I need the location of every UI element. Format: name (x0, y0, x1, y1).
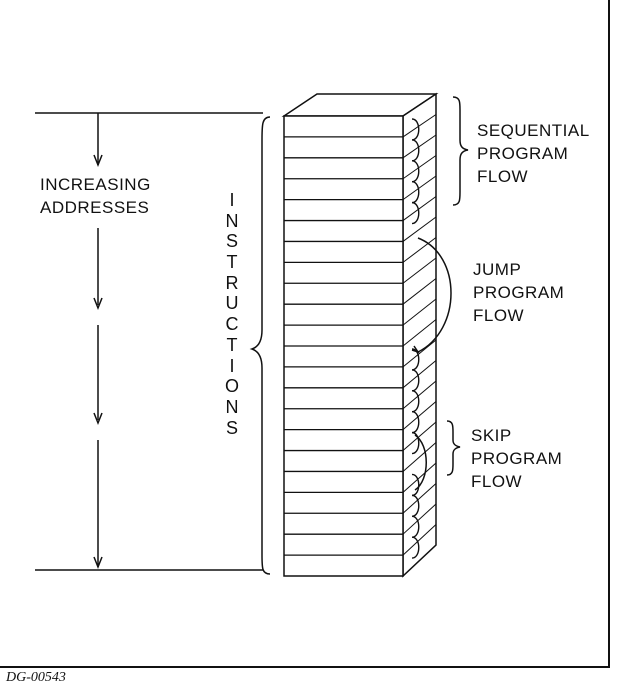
instructions-letter: R (225, 272, 239, 293)
sequential-line-1: SEQUENTIAL (477, 121, 590, 140)
sequential-line-3: FLOW (477, 167, 529, 186)
increasing-addresses-line-1: INCREASING (40, 175, 151, 194)
instructions-letter: C (225, 314, 239, 335)
memory-slot-side-line (402, 503, 437, 535)
figure-id: DG-00543 (6, 670, 66, 685)
instructions-letter: N (225, 210, 239, 231)
memory-slot-side-line (402, 298, 437, 326)
memory-slots (284, 114, 437, 556)
jump-line-2: PROGRAM (473, 283, 565, 302)
flow-loop (411, 118, 420, 141)
instructions-letter: N (225, 396, 239, 417)
instructions-letter: S (225, 417, 238, 438)
flow-loop (411, 139, 420, 162)
memory-slot-side-line (402, 380, 437, 410)
instructions-letter: I (229, 355, 235, 376)
memory-slot-side-line (402, 339, 437, 368)
memory-slot-side-line (402, 134, 437, 159)
flow-loop (411, 473, 420, 497)
increasing-addresses-line-2: ADDRESSES (40, 198, 150, 217)
flow-loops (411, 118, 420, 559)
flow-loop (411, 181, 420, 204)
flow-loop (411, 494, 420, 517)
memory-slot-side-line (402, 442, 437, 472)
memory-slot-side-line (402, 421, 437, 451)
memory-slot-side-line (402, 462, 437, 493)
skip-flow-label: SKIP PROGRAM FLOW (471, 424, 562, 493)
jump-arc-tip (411, 345, 420, 354)
flow-loop (411, 390, 420, 413)
flow-loop (411, 431, 420, 455)
sequential-line-2: PROGRAM (477, 144, 569, 163)
skip-line-2: PROGRAM (471, 449, 563, 468)
instructions-brace (249, 116, 271, 575)
memory-slot-side-line (402, 319, 437, 347)
memory-slot-side-line (402, 401, 437, 431)
flow-loop (411, 411, 420, 434)
memory-slot-side-line (402, 524, 437, 556)
memory-slot-side-line (402, 175, 437, 201)
memory-slot-side-line (402, 278, 437, 305)
skip-line-3: FLOW (471, 472, 523, 491)
memory-slot-side-line (402, 257, 437, 284)
instructions-letter: I (229, 190, 235, 210)
sequential-brace (452, 96, 469, 206)
skip-line-1: SKIP (471, 426, 512, 445)
flow-loop (411, 536, 420, 559)
instructions-letter: U (225, 293, 239, 314)
memory-slot-side-line (402, 196, 437, 221)
memory-slot-side-line (402, 216, 437, 242)
instructions-letter: T (226, 334, 238, 355)
jump-arc (417, 237, 452, 353)
memory-slot-side-line (402, 360, 437, 389)
flow-loop (411, 515, 420, 538)
skip-arc (414, 434, 427, 491)
sequential-flow-label: SEQUENTIAL PROGRAM FLOW (477, 119, 590, 188)
memory-slot-side-line (402, 483, 437, 514)
memory-slot-side-line (402, 155, 437, 180)
jump-line-1: JUMP (473, 260, 522, 279)
instructions-letter: O (224, 376, 239, 397)
memory-slot-side-line (402, 237, 437, 263)
figure-frame-bottom (0, 666, 610, 668)
flow-loop (411, 201, 420, 225)
instructions-letter: S (225, 231, 238, 252)
instructions-letter: T (226, 252, 238, 273)
flow-loop (411, 369, 420, 392)
figure-frame-right (608, 0, 610, 668)
increasing-addresses-label: INCREASING ADDRESSES (40, 173, 151, 219)
jump-line-3: FLOW (473, 306, 525, 325)
flow-loop (411, 348, 420, 371)
column-side-face (402, 92, 437, 578)
memory-slot-side-line (402, 114, 437, 138)
skip-brace (446, 420, 461, 476)
flow-loop (411, 160, 420, 183)
increasing-addresses-arrow (93, 113, 103, 570)
jump-flow-label: JUMP PROGRAM FLOW (473, 258, 564, 327)
